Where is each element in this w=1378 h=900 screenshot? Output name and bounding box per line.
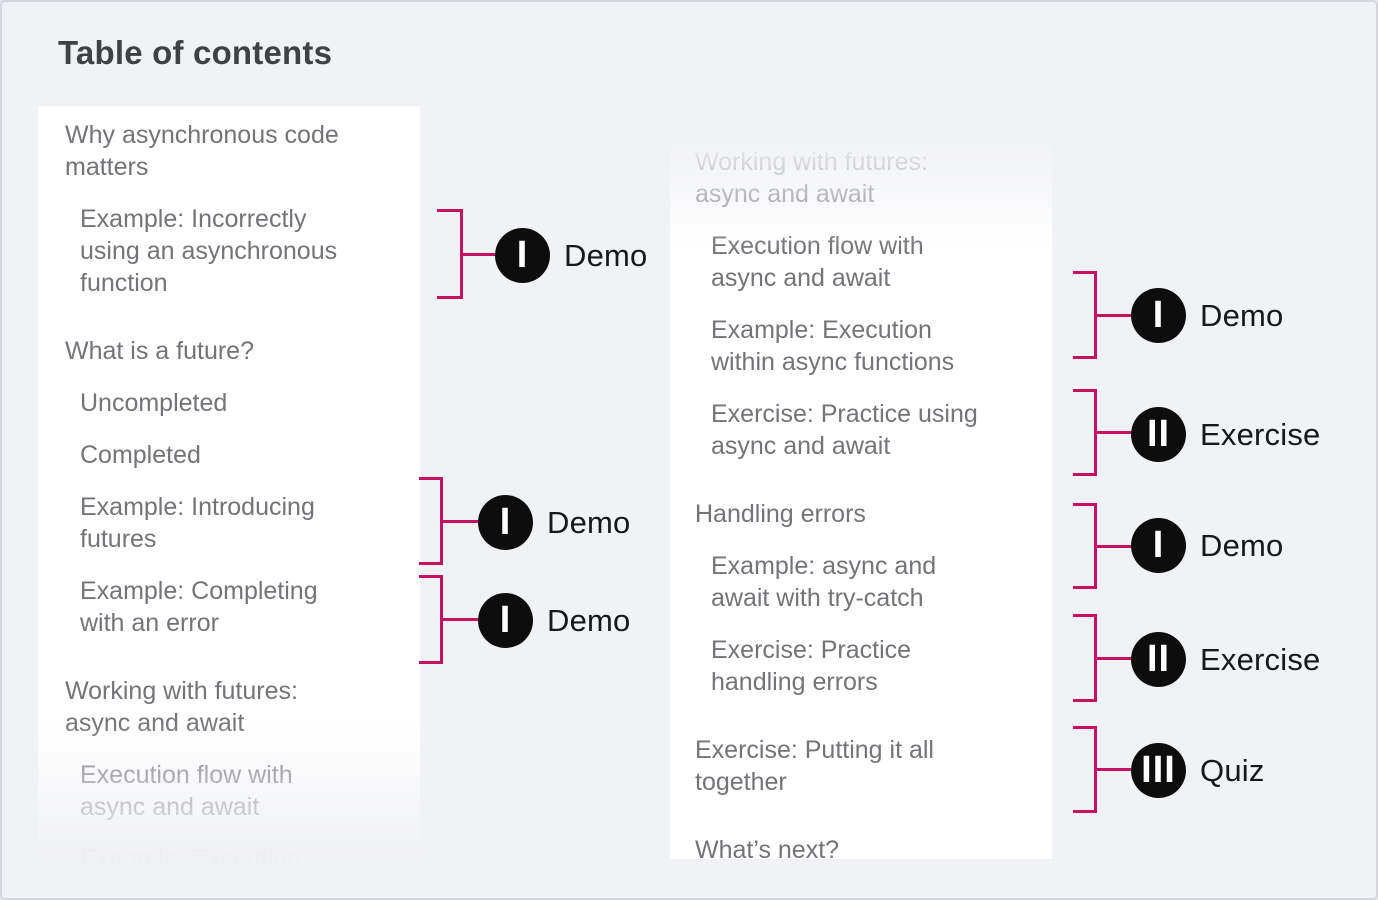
callout-label: Quiz (1200, 752, 1265, 788)
toc-entry[interactable]: Why asynchronous code matters (65, 121, 339, 181)
callout-badge: I Demo (1131, 518, 1284, 573)
toc-entry[interactable]: Execution flow with async and await (80, 761, 293, 821)
callout-badge: III Quiz (1131, 743, 1265, 798)
toc-entry[interactable]: What’s next? (695, 836, 840, 864)
roman-numeral-icon: II (1131, 632, 1186, 687)
roman-numeral-icon: III (1131, 743, 1186, 798)
toc-entry[interactable]: Handling errors (695, 500, 866, 528)
callout-bracket (437, 209, 495, 299)
roman-numeral-icon: II (1131, 407, 1186, 462)
callout-bracket (1073, 614, 1132, 702)
toc-entry[interactable]: Example: Introducing futures (80, 493, 315, 553)
toc-entry[interactable]: Example: Incorrectly using an asynchrono… (80, 205, 338, 297)
toc-entry[interactable]: Completed (80, 441, 201, 469)
roman-numeral-icon: I (495, 228, 550, 283)
roman-numeral-icon: I (1131, 288, 1186, 343)
callout-bracket (1073, 726, 1132, 813)
callout-bracket (1073, 271, 1132, 359)
callout-bracket (419, 575, 478, 664)
toc-entry[interactable]: Example: Completing with an error (80, 577, 318, 637)
toc-entry[interactable]: Uncompleted (80, 389, 228, 417)
callout-badge: II Exercise (1131, 632, 1320, 687)
roman-numeral-icon: I (478, 593, 533, 648)
callout-label: Exercise (1200, 641, 1321, 677)
toc-entry[interactable]: Working with futures: async and await (65, 677, 298, 737)
callout-badge: I Demo (478, 495, 631, 550)
callout-badge: I Demo (495, 228, 648, 283)
toc-column-2: Working with futures: async and await Ex… (670, 140, 1052, 864)
callout-label: Exercise (1200, 416, 1321, 452)
callout-label: Demo (547, 504, 631, 540)
toc-entry[interactable]: Example: Execution within async function… (711, 316, 955, 376)
roman-numeral-icon: I (478, 495, 533, 550)
toc-column-1: Why asynchronous code matters Example: I… (38, 106, 420, 873)
toc-entry[interactable]: Example: async and await with try-catch (711, 552, 937, 612)
toc-entry[interactable]: Exercise: Practice handling errors (711, 636, 912, 696)
callout-badge: I Demo (478, 593, 631, 648)
callout-label: Demo (547, 602, 631, 638)
callout-label: Demo (1200, 527, 1284, 563)
page-title: Table of contents (58, 34, 333, 71)
toc-entry[interactable]: What is a future? (65, 337, 254, 365)
toc-entry[interactable]: Exercise: Practice using async and await (711, 400, 978, 460)
callout-badge: II Exercise (1131, 407, 1320, 462)
roman-numeral-icon: I (1131, 518, 1186, 573)
callout-bracket (419, 477, 478, 565)
callout-badge: I Demo (1131, 288, 1284, 343)
callout-bracket (1073, 389, 1132, 476)
toc-entry[interactable]: Working with futures: async and await (695, 148, 928, 208)
callout-label: Demo (1200, 297, 1284, 333)
toc-entry[interactable]: Example: Execution (80, 845, 301, 873)
callout-bracket (1073, 503, 1132, 589)
toc-entry[interactable]: Exercise: Putting it all together (695, 736, 934, 796)
callout-label: Demo (564, 237, 648, 273)
toc-entry[interactable]: Execution flow with async and await (711, 232, 924, 292)
